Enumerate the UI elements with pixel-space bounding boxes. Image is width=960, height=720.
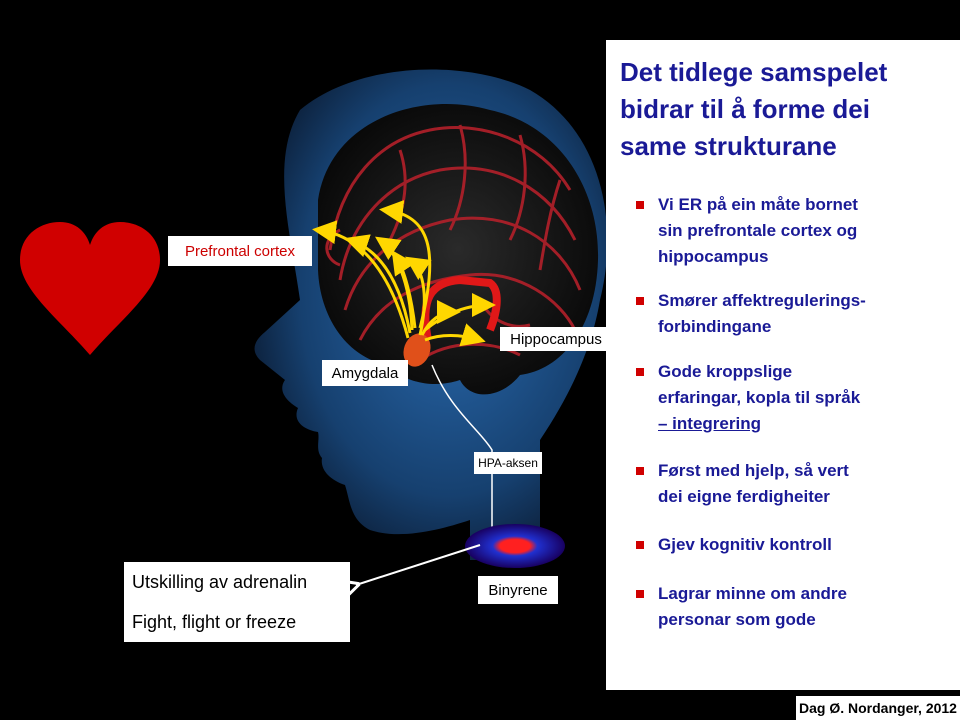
bullet-line: Gode kroppslige: [658, 362, 793, 381]
bullet-line: Smører affektregulerings-: [658, 291, 866, 310]
bullet-line: sin prefrontale cortex og: [658, 221, 858, 240]
hpa-axis-label: HPA-aksen: [474, 452, 542, 474]
amygdala-label: Amygdala: [322, 360, 408, 386]
bullet-line: personar som gode: [658, 610, 816, 629]
slide-title: Det tidlege samspelet bidrar til å forme…: [620, 54, 956, 165]
bullet-line: forbindingane: [658, 317, 772, 336]
bullet-square-icon: [636, 297, 644, 305]
bullet-item: Vi ER på ein måte bornet sin prefrontale…: [636, 192, 858, 270]
adrenalin-note: Utskilling av adrenalin Fight, flight or…: [124, 562, 350, 642]
bullet-item: Lagrar minne om andre personar som gode: [636, 581, 847, 633]
heart-icon: [20, 222, 160, 355]
prefrontal-cortex-label: Prefrontal cortex: [168, 236, 312, 266]
bullet-line: erfaringar, kopla til språk: [658, 388, 861, 407]
hippocampus-label: Hippocampus: [500, 327, 612, 351]
bullet-line: Først med hjelp, så vert: [658, 461, 849, 480]
bullet-square-icon: [636, 541, 644, 549]
bullet-line: Gjev kognitiv kontroll: [658, 535, 832, 554]
text-panel: Det tidlege samspelet bidrar til å forme…: [606, 40, 960, 690]
title-line-1: Det tidlege samspelet: [620, 57, 888, 87]
bullet-item: Gjev kognitiv kontroll: [636, 532, 832, 558]
bullet-line: Vi ER på ein måte bornet: [658, 195, 858, 214]
adrenal-label: Binyrene: [478, 576, 558, 604]
title-line-2: bidrar til å forme dei: [620, 94, 870, 124]
bullet-line: dei eigne ferdigheiter: [658, 487, 830, 506]
bullet-line: – integrering: [658, 414, 761, 433]
bullet-item: Smører affektregulerings- forbindingane: [636, 288, 866, 340]
brain-shape: [318, 104, 599, 395]
bullet-item: Gode kroppslige erfaringar, kopla til sp…: [636, 359, 861, 437]
amygdala-arrows: [312, 200, 496, 347]
author-footer: Dag Ø. Nordanger, 2012: [796, 696, 960, 720]
amygdala-structure: [403, 333, 431, 367]
bullet-square-icon: [636, 590, 644, 598]
adrenal-arrow: [356, 544, 481, 585]
adrenal-gland: [465, 524, 565, 568]
title-line-3: same strukturane: [620, 131, 837, 161]
bullet-line: Lagrar minne om andre: [658, 584, 847, 603]
bullet-square-icon: [636, 201, 644, 209]
adrenalin-line-2: Fight, flight or freeze: [132, 612, 297, 632]
adrenalin-line-1: Utskilling av adrenalin: [132, 572, 308, 592]
bullet-square-icon: [636, 368, 644, 376]
hpa-pathway: [431, 364, 493, 530]
bullet-square-icon: [636, 467, 644, 475]
bullet-line: hippocampus: [658, 247, 769, 266]
bullet-item: Først med hjelp, så vert dei eigne ferdi…: [636, 458, 849, 510]
